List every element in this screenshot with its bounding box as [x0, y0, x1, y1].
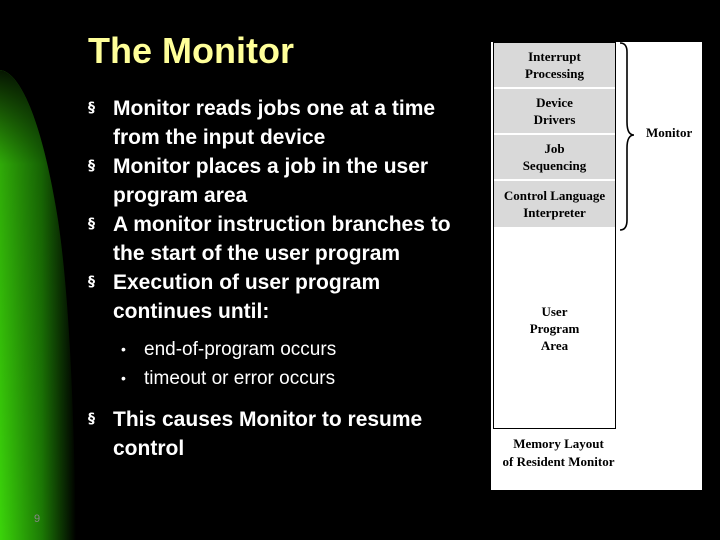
memory-block: Interrupt Processing Device Drivers Job … [493, 42, 616, 429]
sub-bullet-text: end-of-program occurs [144, 339, 337, 360]
segment-job-sequencing: Job Sequencing [494, 135, 615, 181]
sub-bullet-marker: • [121, 370, 126, 386]
bullet-item: § Monitor reads jobs one at a time from … [86, 94, 476, 152]
memory-layout-figure: Interrupt Processing Device Drivers Job … [491, 42, 702, 490]
page-number: 9 [34, 513, 41, 525]
bullet-text: Monitor places a job in the user program… [113, 155, 429, 207]
curly-brace-icon [619, 42, 635, 231]
bullet-marker: § [88, 100, 95, 116]
bullet-text: A monitor instruction branches to the st… [113, 213, 451, 265]
slide-title: The Monitor [88, 30, 294, 71]
figure-caption: Memory Layout of Resident Monitor [502, 436, 615, 469]
bullet-item: § This causes Monitor to resume control [86, 405, 476, 463]
sub-bullet-item: • end-of-program occurs [116, 335, 476, 364]
bullet-text: Execution of user program continues unti… [113, 271, 381, 323]
segment-device-drivers: Device Drivers [494, 89, 615, 135]
bullet-item: § Monitor places a job in the user progr… [86, 152, 476, 210]
segment-user-program-area: User Program Area [494, 229, 615, 428]
bullet-list: § Monitor reads jobs one at a time from … [86, 94, 476, 463]
segment-control-language-interpreter: Control Language Interpreter [494, 181, 615, 229]
bullet-marker: § [88, 158, 95, 174]
bullet-text: Monitor reads jobs one at a time from th… [113, 97, 436, 149]
monitor-brace-label: Monitor [646, 125, 693, 140]
bullet-item: § A monitor instruction branches to the … [86, 210, 476, 268]
sub-bullet-text: timeout or error occurs [144, 368, 336, 389]
green-gradient-band [0, 70, 76, 540]
sub-bullet-list: • end-of-program occurs • timeout or err… [116, 335, 476, 393]
sub-bullet-item: • timeout or error occurs [116, 364, 476, 393]
segment-interrupt-processing: Interrupt Processing [494, 43, 615, 89]
bullet-marker: § [88, 411, 95, 427]
sub-bullet-marker: • [121, 341, 126, 357]
bullet-item: § Execution of user program continues un… [86, 268, 476, 326]
bullet-marker: § [88, 274, 95, 290]
bullet-text: This causes Monitor to resume control [113, 408, 423, 460]
bullet-marker: § [88, 216, 95, 232]
